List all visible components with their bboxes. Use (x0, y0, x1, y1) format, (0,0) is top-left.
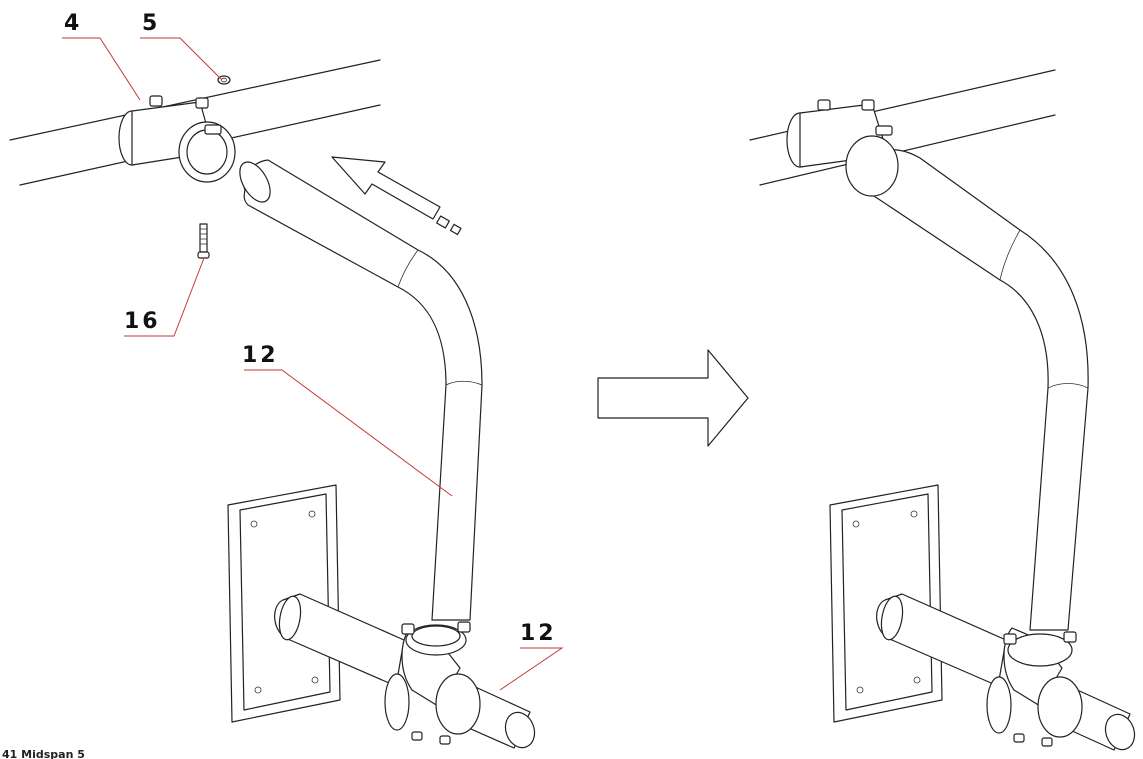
callout-4: 4 (64, 11, 82, 36)
callout-5: 5 (142, 11, 160, 36)
callout-16: 16 (124, 309, 161, 334)
leader-lines-left (62, 37, 564, 691)
footer-caption: 41 Midspan 5 (2, 748, 85, 759)
insert-direction-arrow (331, 156, 462, 236)
upright-pipe-part-12 (239, 159, 483, 621)
exploded-view: 4 5 16 12 12 (9, 11, 564, 749)
callout-12-upright: 12 (242, 343, 279, 368)
lower-pipe-part-12 (274, 593, 536, 749)
assembled-view (749, 69, 1136, 751)
lower-pipe-assembled (876, 593, 1136, 751)
tee-clamp-part-4 (118, 95, 236, 183)
callout-12-lower: 12 (520, 621, 557, 646)
upright-pipe-assembled (845, 135, 1089, 631)
result-arrow-icon (597, 349, 749, 447)
bolt-part-16 (197, 223, 210, 259)
